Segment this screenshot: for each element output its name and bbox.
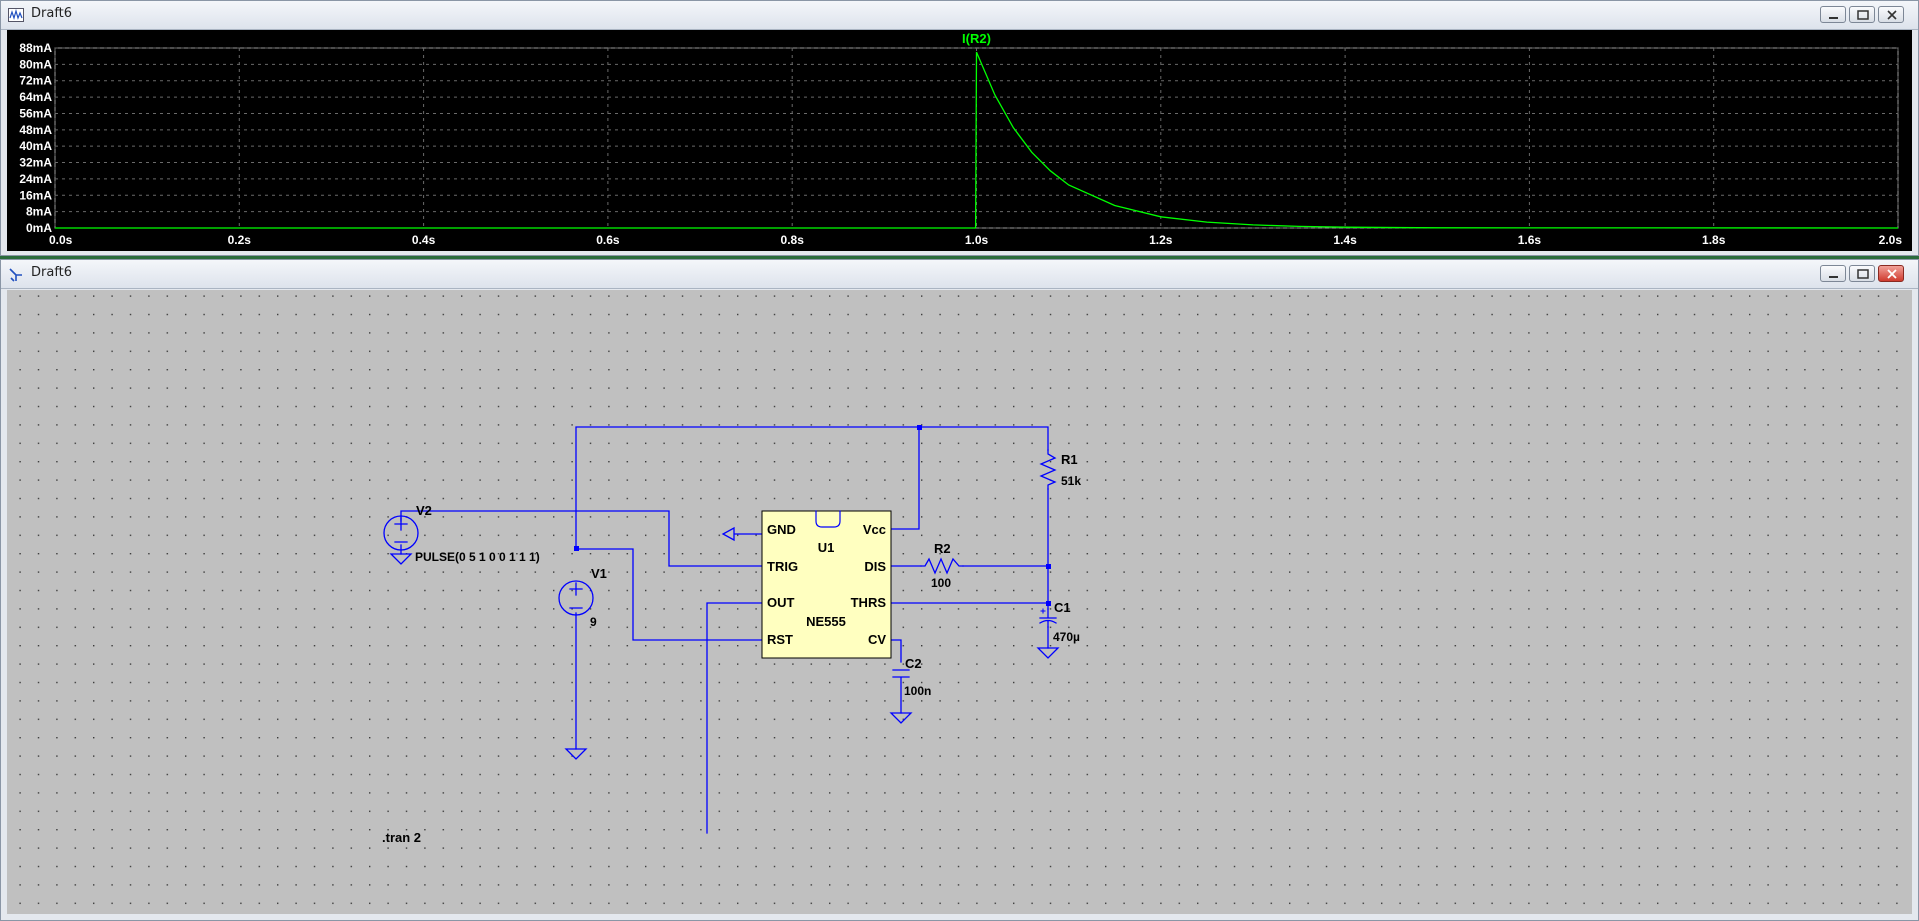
- resistor-r1[interactable]: [1039, 449, 1057, 490]
- wire-rst: [575, 548, 763, 641]
- x-tick-label: 0.4s: [412, 233, 436, 247]
- x-tick-label: 0.6s: [596, 233, 620, 247]
- x-tick-label: 2.0s: [1879, 233, 1903, 247]
- x-tick-label: 0.0s: [49, 233, 73, 247]
- x-tick-label: 0.2s: [228, 233, 252, 247]
- u1-part: NE555: [806, 614, 846, 629]
- waveform-window[interactable]: Draft6 88mA 80mA 72mA 64mA 56mA 48mA 40mA 32mA 2…: [0, 0, 1919, 256]
- minimize-icon: [1829, 276, 1838, 278]
- r1-name: R1: [1061, 452, 1078, 467]
- y-tick-label: 48mA: [19, 123, 52, 137]
- waveform-icon: [8, 8, 24, 22]
- c2-name: C2: [905, 656, 922, 671]
- minimize-icon: [1829, 17, 1838, 19]
- close-icon: [1887, 10, 1897, 20]
- voltage-source-v2[interactable]: [383, 515, 419, 551]
- v2-name: V2: [416, 503, 432, 518]
- wires: [400, 426, 1049, 834]
- voltage-source-v1[interactable]: [558, 580, 594, 616]
- capacitor-c1[interactable]: [1039, 608, 1057, 628]
- waveform-titlebar[interactable]: Draft6: [1, 1, 1918, 30]
- schematic-titlebar[interactable]: Draft6: [1, 260, 1918, 289]
- x-tick-label: 1.6s: [1518, 233, 1542, 247]
- x-tick-label: 1.4s: [1333, 233, 1357, 247]
- wire-vcc-pin: [890, 426, 920, 530]
- schematic-icon: [9, 268, 22, 282]
- trace-i-r2[interactable]: [55, 51, 1899, 229]
- ground-c2: [889, 712, 913, 724]
- ground-v1: [564, 748, 588, 760]
- y-tick-label: 80mA: [19, 57, 52, 71]
- v2-value[interactable]: PULSE(0 5 1 0 0 1 1 1): [415, 550, 540, 564]
- y-tick-label: 0mA: [26, 221, 52, 235]
- y-tick-label: 56mA: [19, 106, 52, 120]
- pin-thrs: THRS: [851, 595, 887, 610]
- capacitor-c2[interactable]: [892, 669, 910, 678]
- y-tick-label: 8mA: [26, 205, 52, 219]
- schematic-canvas[interactable]: V2 PULSE(0 5 1 0 0 1 1 1) V1 9 GND TRIG …: [7, 290, 1912, 914]
- close-button[interactable]: [1878, 6, 1904, 23]
- close-icon: [1887, 269, 1897, 279]
- pin-dis: DIS: [864, 559, 886, 574]
- restore-icon: [1857, 10, 1869, 20]
- y-tick-label: 72mA: [19, 74, 52, 88]
- r1-value[interactable]: 51k: [1061, 474, 1081, 488]
- ground-symbols: [389, 526, 1060, 760]
- x-tick-label: 1.2s: [1149, 233, 1173, 247]
- c1-name: C1: [1054, 600, 1071, 615]
- junctions: [574, 425, 1051, 606]
- ground-u1-gnd: [721, 526, 763, 542]
- pin-vcc: Vcc: [863, 522, 886, 537]
- pin-gnd: GND: [767, 522, 796, 537]
- y-tick-label: 24mA: [19, 172, 52, 186]
- pin-cv: CV: [868, 632, 886, 647]
- ground-c1: [1036, 647, 1060, 659]
- v1-value[interactable]: 9: [590, 615, 597, 629]
- schematic-window-title: Draft6: [31, 265, 73, 280]
- waveform-window-title: Draft6: [31, 6, 73, 21]
- u1-name: U1: [818, 540, 835, 555]
- pin-trig: TRIG: [767, 559, 798, 574]
- c2-value[interactable]: 100n: [904, 684, 931, 698]
- wire-cv: [890, 639, 902, 663]
- restore-icon: [1857, 269, 1869, 279]
- x-axis-ticks: 0.0s 0.2s 0.4s 0.6s 0.8s 1.0s 1.2s 1.4s 1.6s 1.8s…: [49, 233, 1902, 247]
- wire-out: [706, 602, 763, 834]
- minimize-button[interactable]: [1820, 265, 1846, 282]
- restore-button[interactable]: [1849, 6, 1875, 23]
- y-tick-label: 16mA: [19, 188, 52, 202]
- restore-button[interactable]: [1849, 265, 1875, 282]
- r2-name: R2: [934, 541, 951, 556]
- c1-value[interactable]: 470µ: [1053, 630, 1080, 644]
- close-button[interactable]: [1878, 265, 1904, 282]
- ic-u1-ne555[interactable]: [761, 510, 892, 659]
- schematic-grid: [7, 290, 1912, 914]
- r2-value[interactable]: 100: [931, 576, 951, 590]
- pin-rst: RST: [767, 632, 793, 647]
- wire-vcc-rail: [575, 426, 1049, 548]
- trace-label[interactable]: I(R2): [962, 31, 991, 46]
- wire-v2-trig: [400, 510, 763, 567]
- spice-directive[interactable]: .tran 2: [382, 830, 421, 845]
- x-tick-label: 0.8s: [781, 233, 805, 247]
- y-tick-label: 64mA: [19, 90, 52, 104]
- ground-v2: [389, 553, 413, 565]
- y-tick-label: 32mA: [19, 156, 52, 170]
- y-axis-ticks: 88mA 80mA 72mA 64mA 56mA 48mA 40mA 32mA 24mA 16mA…: [19, 41, 52, 235]
- plot-grid: [54, 47, 1899, 229]
- resistor-r2[interactable]: [920, 557, 964, 575]
- x-tick-label: 1.0s: [965, 233, 989, 247]
- schematic-window[interactable]: Draft6: [0, 259, 1919, 921]
- x-tick-label: 1.8s: [1702, 233, 1726, 247]
- waveform-plot-area[interactable]: 88mA 80mA 72mA 64mA 56mA 48mA 40mA 32mA 24mA 16mA…: [7, 30, 1912, 251]
- y-tick-label: 88mA: [19, 41, 52, 55]
- v1-name: V1: [591, 566, 607, 581]
- minimize-button[interactable]: [1820, 6, 1846, 23]
- y-tick-label: 40mA: [19, 139, 52, 153]
- waveform-plot[interactable]: 88mA 80mA 72mA 64mA 56mA 48mA 40mA 32mA 24mA 16mA…: [7, 30, 1912, 251]
- pin-out: OUT: [767, 595, 795, 610]
